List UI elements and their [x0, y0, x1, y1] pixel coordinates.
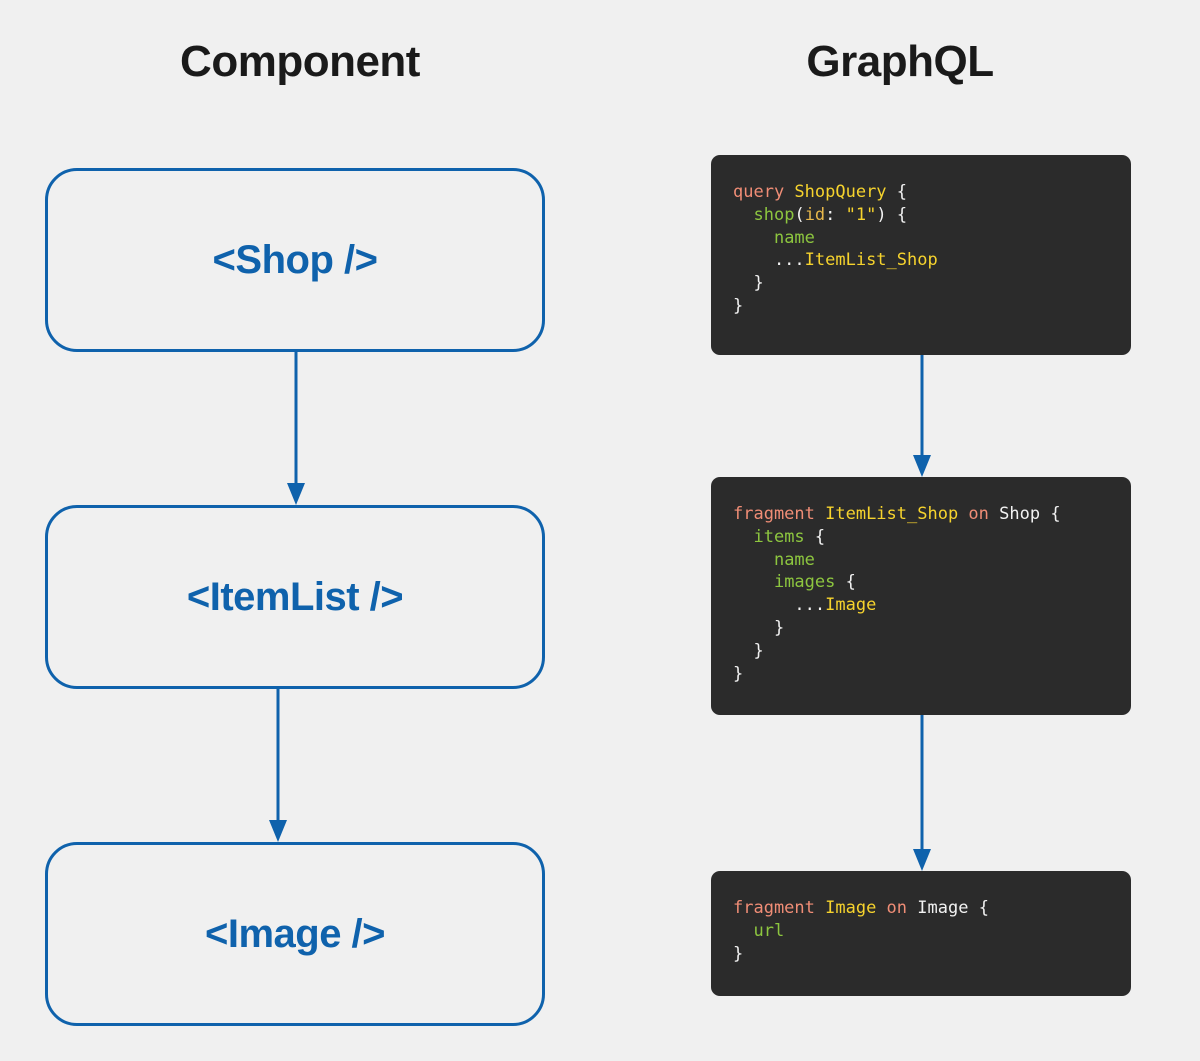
code-token: {: [1040, 504, 1061, 524]
code-token: }: [733, 617, 785, 638]
code-token: (: [794, 204, 805, 225]
code-line: }: [733, 944, 743, 964]
component-node-label: <ItemList />: [186, 574, 404, 619]
component-node-label: <Shop />: [212, 237, 378, 282]
code-line: ...ItemList_Shop: [733, 250, 938, 270]
code-token: Image: [917, 898, 969, 918]
code-token: fragment: [733, 504, 826, 524]
code-token: {: [886, 182, 908, 202]
code-line: items {: [733, 527, 825, 547]
component-node-image[interactable]: <Image />: [45, 842, 545, 1026]
component-node-label: <Image />: [204, 911, 386, 956]
code-line: }: [733, 273, 764, 294]
code-token: [733, 205, 753, 225]
code-token: url: [753, 920, 785, 941]
code-line: fragment ItemList_Shop on Shop {: [733, 504, 1061, 524]
code-token: ItemList_Shop: [804, 250, 938, 271]
arrow-itemlist-fragment-to-image-fragment: [913, 715, 931, 871]
code-token: id: [804, 204, 826, 225]
code-block-shop-query[interactable]: query ShopQuery { shop(id: "1") { name .…: [711, 155, 1131, 355]
code-token: [733, 228, 774, 248]
code-token: }: [733, 943, 744, 964]
code-token: on: [876, 898, 918, 918]
code-token: shop: [753, 204, 795, 225]
code-line: ...Image: [733, 595, 876, 615]
component-node-itemlist[interactable]: <ItemList />: [45, 505, 545, 689]
code-line: shop(id: "1") {: [733, 205, 907, 225]
code-line: images {: [733, 572, 856, 592]
arrow-itemlist-to-image: [269, 689, 287, 842]
code-token: {: [968, 898, 989, 918]
code-line: name: [733, 550, 815, 570]
code-token: }: [733, 640, 764, 661]
code-token: [733, 572, 774, 592]
code-token: [733, 921, 753, 941]
code-token: ItemList_Shop: [825, 504, 959, 524]
code-token: Shop: [999, 504, 1041, 524]
code-token: Image: [825, 898, 877, 918]
code-token: query: [733, 182, 795, 202]
code-token: items: [753, 526, 805, 547]
component-node-shop[interactable]: <Shop />: [45, 168, 545, 352]
code-token: ) {: [876, 204, 908, 225]
code-token: [733, 550, 774, 570]
code-token: }: [733, 273, 764, 294]
code-line: url: [733, 921, 784, 941]
code-token: fragment: [733, 898, 826, 918]
code-token: on: [958, 504, 1000, 524]
code-block-image-fragment[interactable]: fragment Image on Image { url }: [711, 871, 1131, 996]
code-token: name: [773, 549, 815, 570]
code-token: "1": [845, 204, 877, 225]
code-token: ShopQuery: [794, 182, 887, 202]
code-token: {: [835, 572, 856, 593]
code-line: }: [733, 664, 743, 684]
code-token: {: [804, 526, 826, 547]
code-line: }: [733, 618, 784, 638]
column-heading-component: Component: [180, 37, 420, 86]
code-token: ...: [733, 595, 826, 616]
code-token: [733, 527, 753, 547]
arrow-shopquery-to-itemlist-fragment: [913, 355, 931, 477]
code-token: }: [733, 663, 744, 684]
arrow-shop-to-itemlist: [287, 352, 305, 505]
code-block-itemlist-shop-fragment[interactable]: fragment ItemList_Shop on Shop { items {…: [711, 477, 1131, 715]
code-line: fragment Image on Image {: [733, 898, 989, 918]
code-line: query ShopQuery {: [733, 182, 907, 202]
code-line: }: [733, 640, 764, 661]
code-token: ...: [733, 250, 805, 271]
column-heading-graphql: GraphQL: [806, 37, 994, 86]
code-token: :: [825, 204, 846, 225]
code-token: name: [773, 227, 815, 248]
code-token: images: [773, 572, 836, 593]
code-token: }: [733, 295, 744, 316]
code-line: }: [733, 296, 743, 316]
code-token: Image: [825, 595, 877, 616]
code-line: name: [733, 228, 815, 248]
